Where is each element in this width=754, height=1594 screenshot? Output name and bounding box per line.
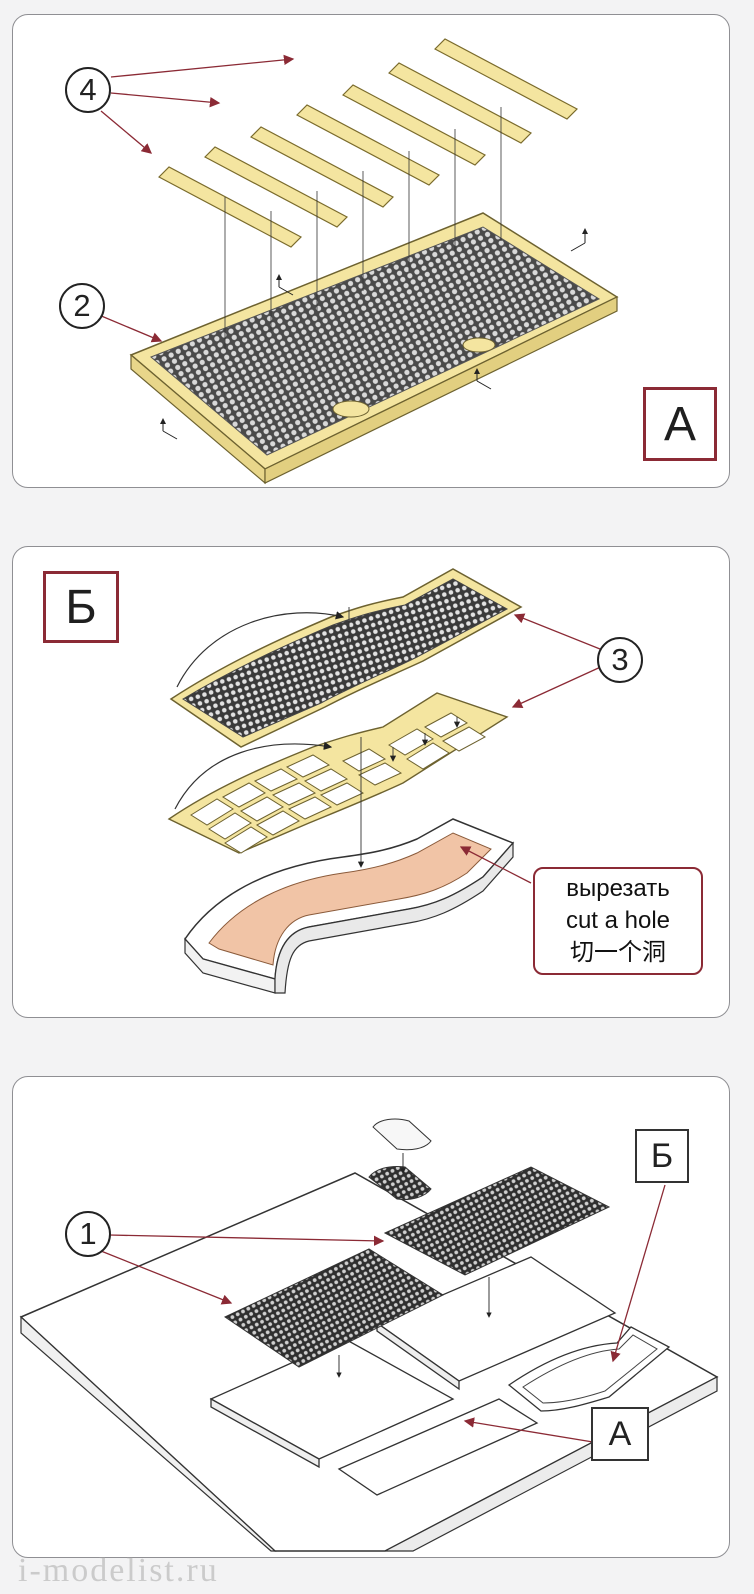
watermark: i-modelist.ru [18, 1552, 219, 1589]
callout-3: 3 [597, 637, 643, 683]
guide-lines [224, 107, 502, 349]
view-label-b: Б [43, 571, 119, 643]
hatches [209, 1256, 671, 1496]
view-label-a: A [643, 387, 717, 461]
panel-a: 4 2 A [12, 14, 730, 488]
drop-lines-c [336, 1153, 492, 1378]
panel-a-drawing [98, 38, 619, 485]
callout-4: 4 [65, 67, 111, 113]
note-line-en: cut a hole [565, 907, 671, 934]
view-label-b-small: Б [635, 1129, 689, 1183]
panel-b-drawing [167, 568, 606, 994]
view-label-a-small: A [591, 1407, 649, 1461]
panel-b: Б 3 вырезать cut a hole 切一个洞 [12, 546, 730, 1018]
panel-c: 1 Б A [12, 1076, 730, 1558]
fold-arcs [174, 611, 345, 810]
mesh-grille [169, 568, 523, 748]
callout-2: 2 [59, 283, 105, 329]
panel-c-drawing [19, 1118, 719, 1552]
mesh-grilles [223, 1118, 611, 1368]
ladder-cells [190, 712, 486, 854]
leader-arrows-c [100, 1184, 666, 1444]
leader-arrows [98, 54, 295, 343]
base-block [184, 818, 515, 994]
callout-1: 1 [65, 1211, 111, 1257]
note-line-ru: вырезать [566, 875, 670, 902]
tray-frame [129, 212, 619, 485]
note-line-zh: 切一个洞 [570, 939, 666, 966]
cut-hole-note: вырезать cut a hole 切一个洞 [533, 867, 703, 975]
leader-arrows-b [459, 613, 606, 884]
orientation-arrows [160, 228, 588, 440]
drop-lines [348, 607, 461, 868]
strips [158, 38, 578, 248]
